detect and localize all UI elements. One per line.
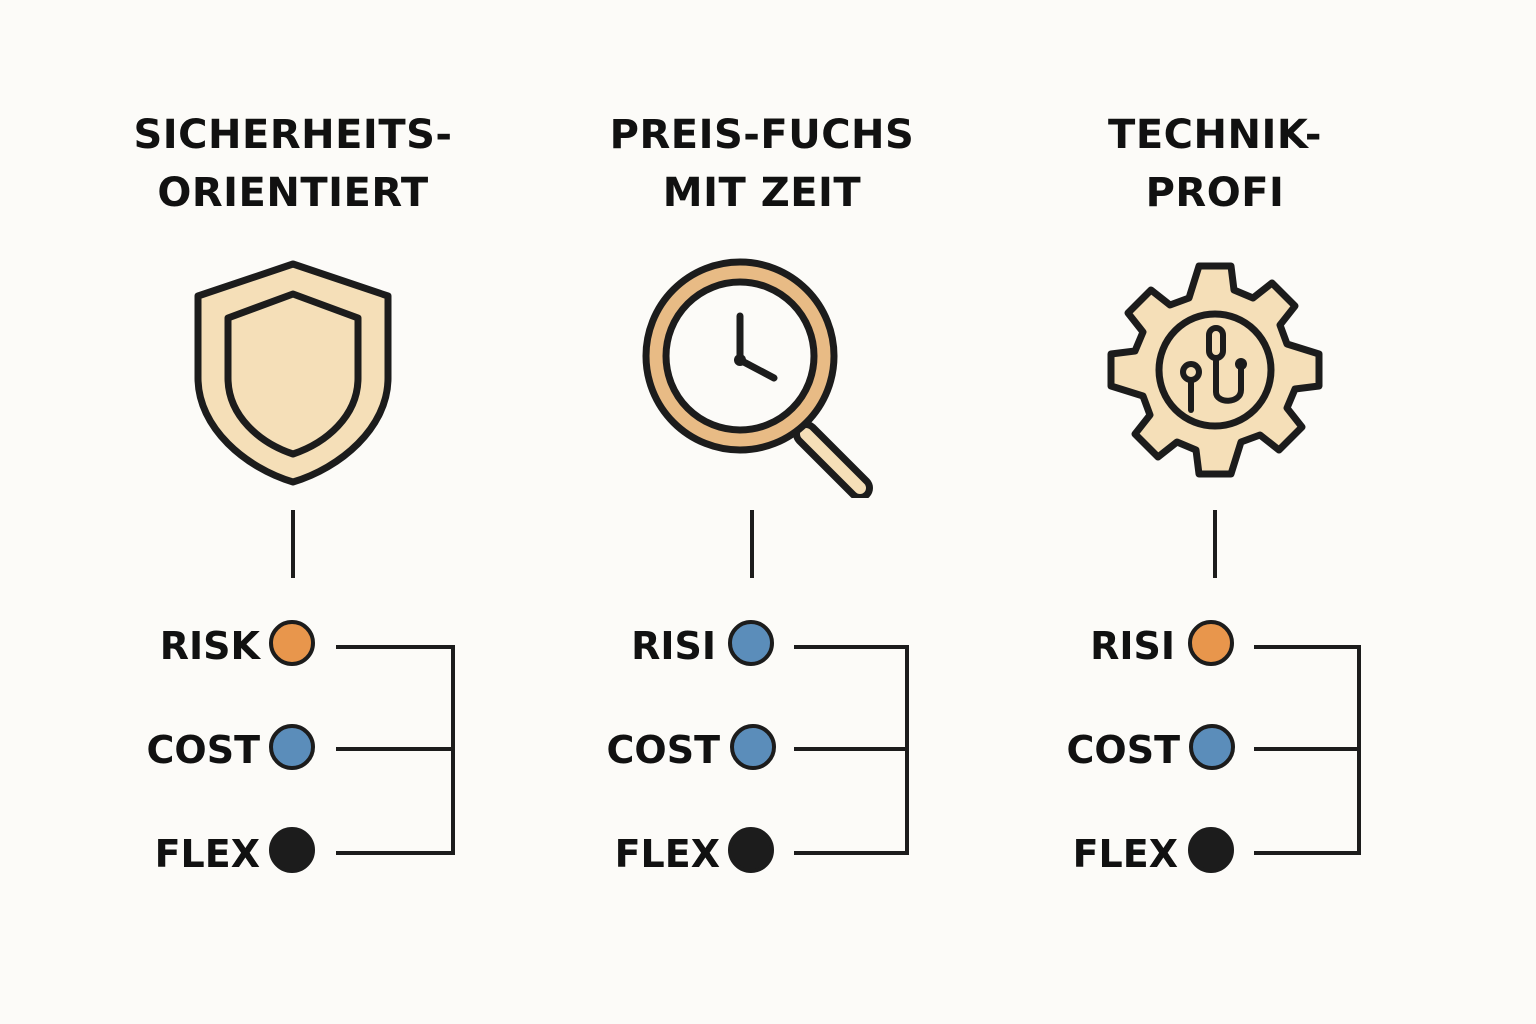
title-line: PREIS-FUCHS (609, 112, 915, 158)
metric-label-cost: COST (606, 728, 720, 772)
title-line: TECHNIK- (1108, 112, 1322, 158)
metric-dot-black (1188, 827, 1234, 873)
metric-label-flex: FLEX (1072, 832, 1178, 876)
column-title-tech: TECHNIK- PROFI (995, 106, 1435, 222)
title-line: ORIENTIERT (157, 170, 429, 216)
metric-dot-black (728, 827, 774, 873)
metric-dot-blue (269, 724, 315, 770)
metric-label-risk: RISK (159, 624, 260, 668)
connector-line (750, 510, 754, 578)
connector-line (1213, 510, 1217, 578)
connector-line (291, 510, 295, 578)
column-title-price: PREIS-FUCHS MIT ZEIT (542, 106, 982, 222)
metric-dot-blue (730, 724, 776, 770)
metric-label-risi: RISI (631, 624, 716, 668)
metric-dot-black (269, 827, 315, 873)
metric-label-cost: COST (1066, 728, 1180, 772)
column-title-security: SICHERHEITS- ORIENTIERT (73, 106, 513, 222)
magnifier-clock-icon (642, 258, 873, 498)
metric-dot-blue (1189, 724, 1235, 770)
gear-circuit-icon (1107, 262, 1323, 478)
shield-icon (194, 260, 392, 486)
metric-dot-orange (1188, 620, 1234, 666)
metric-dot-blue (728, 620, 774, 666)
metric-label-flex: FLEX (154, 832, 260, 876)
metric-label-flex: FLEX (614, 832, 720, 876)
metric-label-cost: COST (146, 728, 260, 772)
title-line: SICHERHEITS- (133, 112, 453, 158)
title-line: PROFI (1145, 170, 1285, 216)
title-line: MIT ZEIT (662, 170, 862, 216)
metric-dot-orange (269, 620, 315, 666)
metric-label-risi: RISI (1090, 624, 1175, 668)
